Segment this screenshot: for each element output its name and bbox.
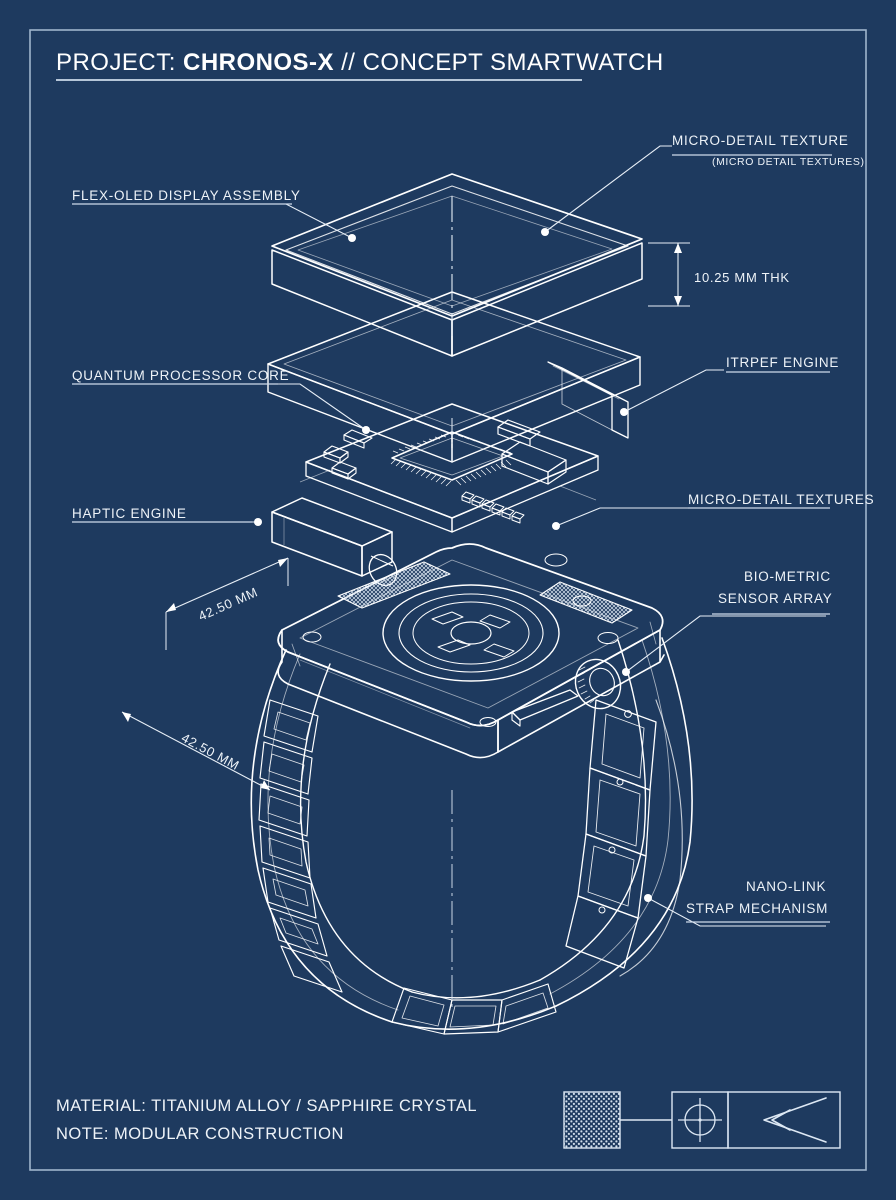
footer-note: NOTE: MODULAR CONSTRUCTION	[56, 1125, 344, 1143]
callout-strap-line2: STRAP MECHANISM	[686, 901, 829, 916]
display-assembly	[267, 173, 643, 463]
texture-swatch-icon	[563, 1091, 621, 1149]
callout-flex-oled-display: FLEX-OLED DISPLAY ASSEMBLY	[72, 188, 301, 203]
callout-biometric-line1: BIO-METRIC	[744, 569, 831, 584]
callout-haptic-engine: HAPTIC ENGINE	[72, 506, 187, 521]
callout-haptic-engine-right: ITRPEF ENGINE	[726, 355, 840, 370]
page-title: PROJECT: CHRONOS-X // CONCEPT SMARTWATCH	[56, 48, 664, 77]
width-dimension-upper	[165, 557, 289, 650]
callout-strap-line1: NANO-LINK	[746, 879, 827, 894]
crown	[574, 658, 622, 710]
footer-icons	[563, 1091, 841, 1149]
nano-link-strap	[250, 637, 693, 1035]
title-prefix: PROJECT:	[56, 49, 184, 76]
sheet-border	[29, 29, 867, 1171]
callout-micro-detail-texture: MICRO-DETAIL TEXTURE	[672, 133, 849, 148]
title-suffix: // CONCEPT SMARTWATCH	[334, 49, 664, 76]
callout-micro-detail-texture-sub: (MICRO DETAIL TEXTURES)	[712, 156, 865, 168]
thickness-dimension	[648, 242, 690, 307]
callout-biometric-line2: SENSOR ARRAY	[718, 591, 833, 606]
crosshair-target-icon	[678, 1098, 722, 1142]
left-arrow-icon	[763, 1097, 827, 1143]
haptic-engine-module	[271, 497, 399, 587]
dimension-thickness: 10.25 MM THK	[694, 270, 790, 285]
callout-micro-detail-textures: MICRO-DETAIL TEXTURES	[688, 492, 875, 507]
width-dimension-lower	[121, 711, 271, 791]
footer-material: MATERIAL: TITANIUM ALLOY / SAPPHIRE CRYS…	[56, 1097, 478, 1115]
watch-case	[277, 543, 665, 759]
callout-quantum-processor: QUANTUM PROCESSOR CORE	[72, 368, 290, 383]
callout-underlines	[72, 154, 832, 923]
bio-sensor-array	[382, 584, 560, 682]
processor-board	[299, 403, 599, 533]
title-code: CHRONOS-X	[183, 49, 335, 76]
